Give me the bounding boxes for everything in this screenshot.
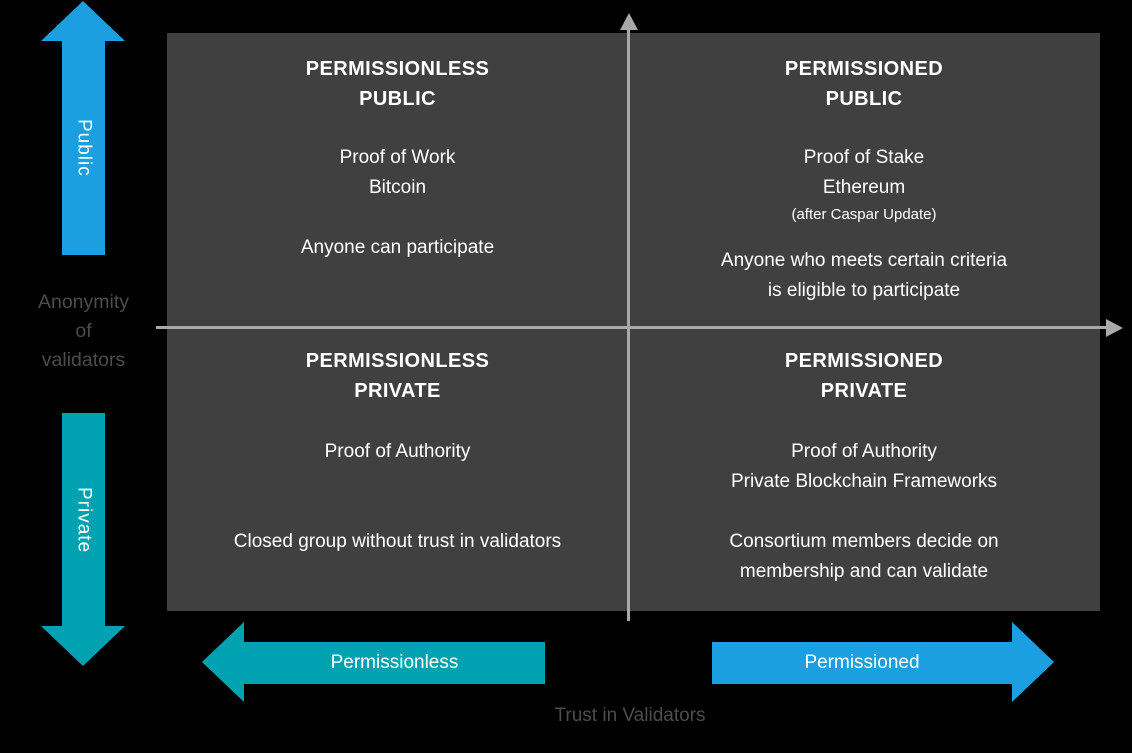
permissionless-arrow-label: Permissionless bbox=[330, 652, 459, 673]
public-arrow-body bbox=[62, 40, 105, 255]
quadrant-top-right-items: Proof of Stake Ethereum (after Caspar Up… bbox=[628, 143, 1100, 227]
matrix-background bbox=[167, 33, 1100, 611]
quadrant-title-line: PERMISSIONLESS bbox=[305, 350, 490, 372]
quadrant-note-line: Anyone who meets certain criteria bbox=[720, 250, 1008, 271]
permissionless-arrow-body bbox=[244, 642, 545, 684]
quadrant-top-left-title: PERMISSIONLESS PUBLIC bbox=[167, 54, 628, 114]
quadrant-note-line: Anyone can participate bbox=[300, 237, 495, 258]
permissioned-right-arrow-icon bbox=[1012, 622, 1054, 702]
quadrant-note-line: is eligible to participate bbox=[767, 280, 961, 301]
quadrant-top-right-title: PERMISSIONED PUBLIC bbox=[628, 54, 1100, 114]
quadrant-title-line: PERMISSIONLESS bbox=[305, 58, 490, 80]
quadrant-bottom-left-items: Proof of Authority bbox=[167, 437, 628, 467]
quadrant-title-line: PRIVATE bbox=[820, 380, 908, 402]
private-arrow-body bbox=[62, 413, 105, 627]
public-up-arrow-icon bbox=[41, 1, 125, 41]
quadrant-item: Bitcoin bbox=[368, 177, 427, 198]
quadrant-bottom-right-title: PERMISSIONED PRIVATE bbox=[628, 346, 1100, 406]
x-axis-line bbox=[156, 326, 1107, 329]
permissionless-left-arrow-icon bbox=[202, 622, 244, 702]
quadrant-title-line: PUBLIC bbox=[359, 88, 436, 110]
permissioned-arrow-label: Permissioned bbox=[804, 652, 920, 673]
quadrant-note-line: Consortium members decide on bbox=[729, 531, 999, 552]
private-down-arrow-icon bbox=[41, 626, 125, 666]
quadrant-bottom-left-title: PERMISSIONLESS PRIVATE bbox=[167, 346, 628, 406]
quadrant-item-note: (after Caspar Update) bbox=[791, 206, 937, 223]
x-axis-title: Trust in Validators bbox=[554, 705, 706, 726]
permissioned-arrow-body bbox=[712, 642, 1012, 684]
quadrant-item: Ethereum bbox=[822, 177, 906, 198]
quadrant-bottom-right-items: Proof of Authority Private Blockchain Fr… bbox=[628, 437, 1100, 497]
y-axis-title-line: of bbox=[75, 320, 92, 342]
quadrant-title-line: PERMISSIONED bbox=[784, 58, 944, 80]
public-arrow-label: Public bbox=[73, 118, 95, 177]
y-axis-line bbox=[627, 26, 630, 621]
quadrant-item: Private Blockchain Frameworks bbox=[730, 471, 998, 492]
y-axis-title: Anonymity of validators bbox=[0, 288, 167, 375]
quadrant-bottom-left-note: Closed group without trust in validators bbox=[167, 527, 628, 557]
quadrant-item: Proof of Stake bbox=[803, 147, 925, 168]
quadrant-top-left-note: Anyone can participate bbox=[167, 233, 628, 263]
quadrant-top-left-items: Proof of Work Bitcoin bbox=[167, 143, 628, 203]
quadrant-title-line: PUBLIC bbox=[825, 88, 903, 110]
quadrant-item: Proof of Authority bbox=[791, 441, 937, 462]
private-arrow-label: Private bbox=[73, 486, 95, 554]
y-axis-title-line: Anonymity bbox=[37, 291, 130, 313]
quadrant-item: Proof of Authority bbox=[324, 441, 471, 462]
quadrant-bottom-right-note: Consortium members decide on membership … bbox=[628, 527, 1100, 587]
x-axis-arrowhead-icon bbox=[1106, 319, 1123, 337]
quadrant-item: Proof of Work bbox=[339, 147, 456, 168]
quadrant-note-line: Closed group without trust in validators bbox=[233, 531, 562, 552]
quadrant-title-line: PRIVATE bbox=[354, 380, 441, 402]
y-axis-arrowhead-icon bbox=[620, 13, 638, 30]
quadrant-title-line: PERMISSIONED bbox=[784, 350, 944, 372]
quadrant-top-right-note: Anyone who meets certain criteria is eli… bbox=[628, 246, 1100, 306]
y-axis-title-line: validators bbox=[41, 349, 126, 371]
quadrant-note-line: membership and can validate bbox=[739, 561, 989, 582]
